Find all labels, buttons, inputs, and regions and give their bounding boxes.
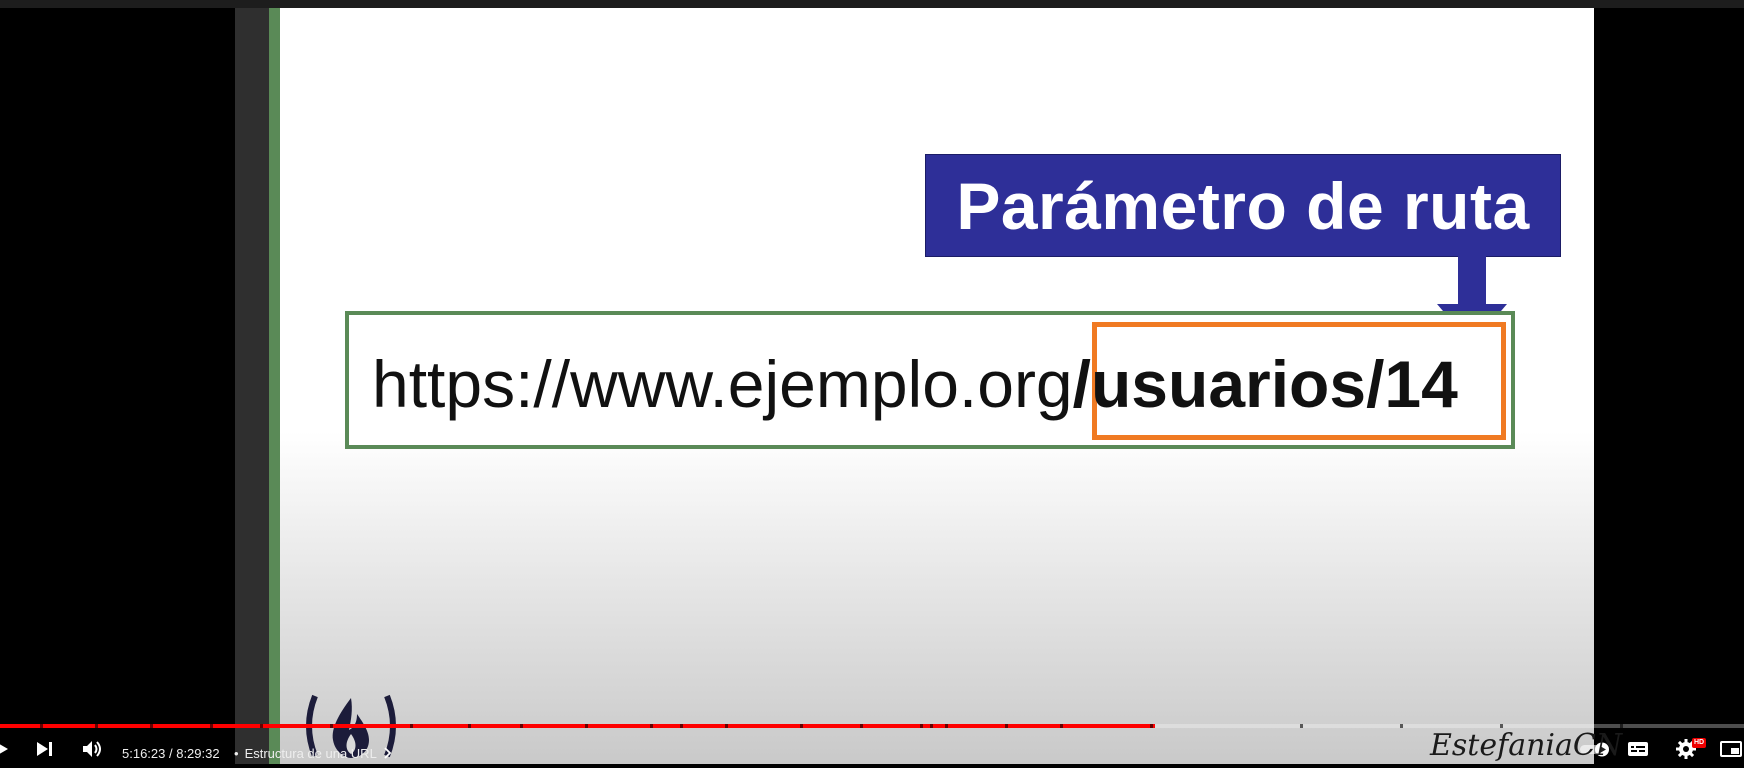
url-box [345, 311, 1515, 449]
miniplayer-icon [1720, 741, 1742, 757]
chapter-marker [1400, 724, 1403, 728]
top-strip [0, 0, 1744, 8]
progress-bar-fill [0, 724, 1155, 728]
duration: 8:29:32 [176, 745, 220, 761]
chapter-marker [468, 724, 471, 728]
chapter-marker [410, 724, 413, 728]
chapter-marker [1005, 724, 1008, 728]
path-highlight-box [1092, 322, 1506, 440]
chapter-marker [1300, 724, 1303, 728]
chapter-marker [1150, 724, 1153, 728]
chapter-marker [585, 724, 588, 728]
chapter-marker [95, 724, 98, 728]
chapter-marker [40, 724, 43, 728]
time-display: 5:16:23 / 8:29:32 [122, 738, 220, 768]
chapter-marker [800, 724, 803, 728]
next-button[interactable] [34, 734, 56, 764]
chapter-marker [860, 724, 863, 728]
chapter-marker [725, 724, 728, 728]
chapter-marker [650, 724, 653, 728]
chapter-dot: • [234, 745, 239, 761]
chapter-button[interactable]: • Estructura de una URL [226, 738, 395, 768]
chapter-marker [210, 724, 213, 728]
settings-button[interactable] [1674, 734, 1698, 764]
subtitles-icon [1628, 742, 1648, 756]
chapter-marker [1620, 724, 1623, 728]
play-icon [0, 744, 8, 754]
chapter-marker [945, 724, 948, 728]
chapter-marker [520, 724, 523, 728]
chapter-marker [680, 724, 683, 728]
url-path-text: /usuarios/14 [1072, 347, 1458, 421]
chapter-marker [920, 724, 923, 728]
next-icon [37, 742, 52, 756]
hd-badge: HD [1692, 738, 1707, 748]
autoplay-toggle[interactable] [1578, 734, 1614, 764]
time-separator: / [165, 745, 177, 761]
chapter-title: Estructura de una URL [244, 745, 377, 761]
example-url: https://www.ejemplo.org/usuarios/14 [372, 345, 1458, 423]
slide-left-dark-bar [235, 8, 269, 764]
channel-watermark: EstefaniaCN [1430, 728, 1623, 763]
play-button[interactable] [0, 734, 14, 764]
miniplayer-button[interactable] [1718, 734, 1744, 764]
chapter-marker [330, 724, 333, 728]
mute-button[interactable] [80, 734, 104, 764]
slide-left-green-bar [269, 8, 280, 764]
chevron-right-icon [384, 747, 392, 759]
callout-label: Parámetro de ruta [956, 168, 1530, 243]
player-controls: 5:16:23 / 8:29:32 • Estructura de una UR… [0, 734, 1744, 764]
chapter-marker [1060, 724, 1063, 728]
video-frame-slide: Parámetro de ruta https://www.ejemplo.or… [235, 8, 1594, 764]
gear-icon [1676, 739, 1696, 759]
url-base-text: https://www.ejemplo.org [372, 347, 1073, 421]
subtitles-button[interactable] [1626, 734, 1650, 764]
path-parameter-callout: Parámetro de ruta [925, 154, 1561, 257]
autoplay-toggle-icon [1580, 742, 1609, 757]
chapter-marker [930, 724, 933, 728]
current-time: 5:16:23 [122, 745, 166, 761]
chapter-marker [1500, 724, 1503, 728]
chapter-marker [150, 724, 153, 728]
chapter-marker [260, 724, 263, 728]
volume-icon [83, 741, 101, 757]
